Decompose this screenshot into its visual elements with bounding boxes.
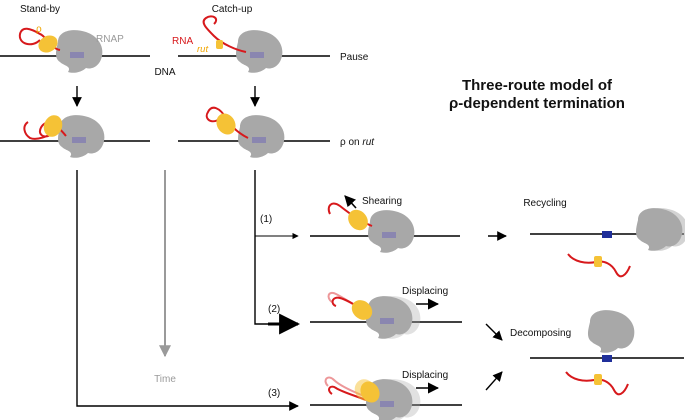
rho-on-prefix: ρ on <box>340 137 362 148</box>
active-site <box>250 52 264 58</box>
route1-label: (1) <box>260 214 272 225</box>
pause-label: Pause <box>340 52 369 63</box>
displacing2-label: Displacing <box>402 286 448 297</box>
arrow-route2-to-decomposing <box>485 323 503 341</box>
rnap-shape <box>368 210 415 253</box>
route1-shearing-complex: Shearing <box>310 195 460 253</box>
released-rna <box>565 371 629 396</box>
free-rnap <box>588 310 635 353</box>
rnap-label: RNAP <box>96 34 124 45</box>
rho-hexamer <box>360 381 380 403</box>
rna-shadow <box>324 376 365 397</box>
decomposing-complex <box>530 310 684 396</box>
standby-rho-on-rut <box>0 115 150 158</box>
shearing-arrow <box>344 195 357 209</box>
rna-strand <box>202 15 247 53</box>
title-line2: ρ-dependent termination <box>449 95 625 112</box>
rut-site <box>216 40 223 49</box>
displacing3-label: Displacing <box>402 370 448 381</box>
standby-pause-complex: ρ RNAP <box>0 24 150 73</box>
recycling-complex <box>530 208 685 278</box>
rho-hexamer <box>351 300 373 320</box>
dna-label: DNA <box>154 67 175 78</box>
decomposing-label: Decomposing <box>510 328 571 339</box>
route3-displacing-complex: Displacing <box>310 370 462 420</box>
active-site <box>382 232 396 238</box>
rna-label: RNA <box>172 36 193 47</box>
header-standby: Stand-by <box>20 4 60 15</box>
rho-hexamer <box>216 113 236 135</box>
catchup-pause-complex: RNA rut Pause <box>172 15 369 73</box>
rho-label: ρ <box>36 24 42 35</box>
rnap-shape <box>58 115 105 158</box>
time-label: Time <box>154 374 176 385</box>
route2-branch <box>254 170 298 325</box>
route3-branch <box>76 170 299 411</box>
route3-label: (3) <box>268 388 280 399</box>
catchup-rho-on-rut: ρ on rut <box>178 106 375 158</box>
rho-hexamer <box>38 35 58 53</box>
released-rna <box>567 253 631 278</box>
rho-on-rut-label: ρ on rut <box>340 137 375 148</box>
active-site <box>380 401 394 407</box>
rut-label: rut <box>197 44 208 55</box>
released-site <box>602 231 612 238</box>
route2-label: (2) <box>268 304 280 315</box>
released-site <box>602 355 612 362</box>
rho-hexamer <box>348 209 368 231</box>
rna-strand <box>205 106 249 139</box>
route2-displacing-complex: Displacing <box>310 286 462 339</box>
active-site <box>252 137 266 143</box>
header-catchup: Catch-up <box>212 4 253 15</box>
rna-strand <box>328 385 367 401</box>
arrow-route3-to-decomposing <box>485 371 503 391</box>
title-line1: Three-route model of <box>462 77 613 94</box>
active-site <box>70 52 84 58</box>
released-rho <box>594 374 602 385</box>
shearing-label: Shearing <box>362 196 402 207</box>
released-rho <box>594 256 602 267</box>
active-site <box>72 137 86 143</box>
rho-on-rut-italic: rut <box>362 137 375 148</box>
recycling-label: Recycling <box>523 198 566 209</box>
active-site <box>380 318 394 324</box>
rho-hexamer <box>43 115 63 137</box>
